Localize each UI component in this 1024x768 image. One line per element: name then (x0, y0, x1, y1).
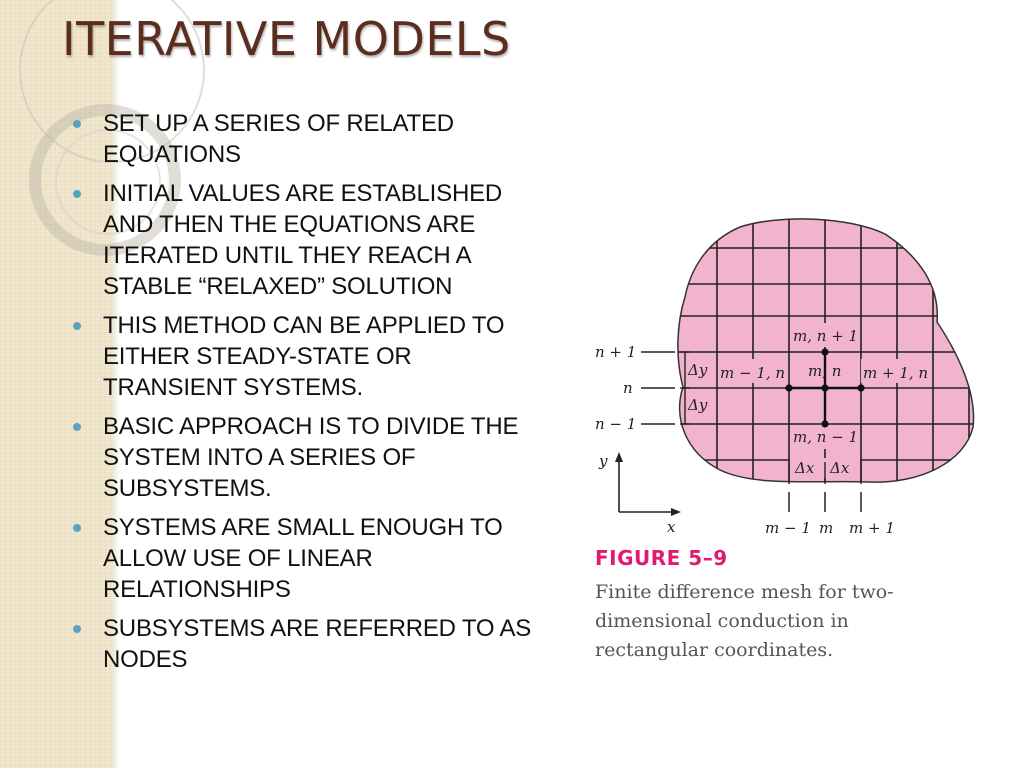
row-label-n-minus-1: n − 1 (595, 415, 636, 433)
bullet-dot-icon (73, 322, 81, 330)
node-label-center: m, n (808, 362, 841, 380)
bullet-dot-icon (73, 120, 81, 128)
bullet-item: BASIC APPROACH IS TO DIVIDE THE SYSTEM I… (72, 411, 542, 504)
bullet-text: SET UP A SERIES OF RELATED EQUATIONS (103, 110, 454, 168)
node-right (857, 384, 865, 392)
bullet-text: BASIC APPROACH IS TO DIVIDE THE SYSTEM I… (103, 413, 519, 502)
node-label-top: m, n + 1 (793, 327, 858, 345)
decorative-rings-icon (19, 0, 205, 256)
figure-label: FIGURE 5–9 (595, 546, 728, 570)
bullet-text: THIS METHOD CAN BE APPLIED TO EITHER STE… (103, 312, 505, 401)
col-label-m-minus-1: m − 1 (765, 519, 811, 537)
bullet-item: SET UP A SERIES OF RELATED EQUATIONS (72, 108, 542, 170)
bullet-item: SYSTEMS ARE SMALL ENOUGH TO ALLOW USE OF… (72, 512, 542, 605)
node-label-right: m + 1, n (863, 364, 928, 382)
bullet-dot-icon (73, 190, 81, 198)
finite-difference-figure: m, n + 1 m − 1, n m, n m + 1, n m, n − 1… (585, 212, 985, 550)
delta-x-right: Δx (829, 459, 850, 477)
node-top (821, 348, 829, 356)
slide-title: ITERATIVE MODELS (62, 12, 511, 66)
figure-caption: Finite difference mesh for two-dimension… (595, 581, 894, 661)
mesh-nodes (785, 348, 865, 428)
row-label-n: n (623, 379, 633, 397)
bullet-item: THIS METHOD CAN BE APPLIED TO EITHER STE… (72, 310, 542, 403)
row-ticks (641, 351, 675, 425)
side-band-texture (0, 0, 112, 768)
col-label-m: m (819, 519, 833, 537)
bullet-dot-icon (73, 423, 81, 431)
bullet-dot-icon (73, 524, 81, 532)
bullet-text: SUBSYSTEMS ARE REFERRED TO AS NODES (103, 615, 532, 673)
node-label-left: m − 1, n (720, 364, 785, 382)
bullet-text: INITIAL VALUES ARE ESTABLISHED AND THEN … (103, 180, 503, 300)
mesh-diagram: m, n + 1 m − 1, n m, n m + 1, n m, n − 1… (595, 218, 975, 537)
bullet-dot-icon (73, 625, 81, 633)
row-label-n-plus-1: n + 1 (595, 343, 636, 361)
delta-x-left: Δx (794, 459, 815, 477)
delta-x-markers (788, 462, 862, 484)
col-label-m-plus-1: m + 1 (849, 519, 895, 537)
bullet-item: INITIAL VALUES ARE ESTABLISHED AND THEN … (72, 178, 542, 302)
delta-y-upper: Δy (687, 361, 708, 379)
node-center (821, 384, 829, 392)
node-label-bottom: m, n − 1 (793, 428, 858, 446)
bullet-item: SUBSYSTEMS ARE REFERRED TO AS NODES (72, 613, 542, 675)
axis-label-y: y (598, 452, 608, 470)
column-ticks (788, 492, 862, 512)
node-left (785, 384, 793, 392)
bullet-list: SET UP A SERIES OF RELATED EQUATIONS INI… (72, 108, 542, 683)
bullet-text: SYSTEMS ARE SMALL ENOUGH TO ALLOW USE OF… (103, 514, 503, 603)
xy-axes-icon (615, 452, 681, 516)
node-bottom (821, 420, 829, 428)
side-band-edge (112, 0, 120, 768)
delta-y-markers (680, 351, 690, 425)
axis-label-x: x (667, 518, 676, 536)
delta-y-lower: Δy (687, 396, 708, 414)
label-backgrounds (685, 323, 931, 478)
